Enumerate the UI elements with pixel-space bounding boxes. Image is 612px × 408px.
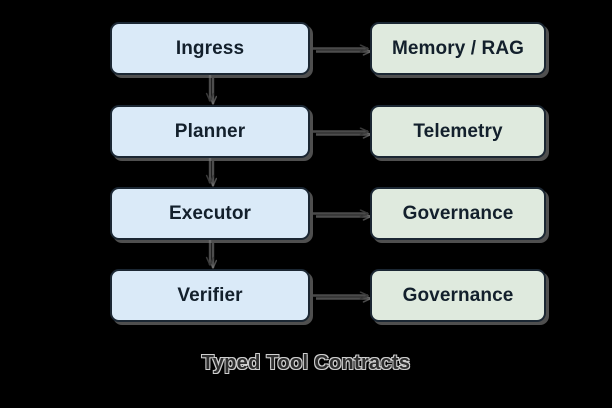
node-executor[interactable]: Executor xyxy=(110,187,310,240)
node-verifier[interactable]: Verifier xyxy=(110,269,310,322)
horizontal-edges xyxy=(313,49,368,296)
node-memory-rag[interactable]: Memory / RAG xyxy=(370,22,546,75)
node-planner[interactable]: Planner xyxy=(110,105,310,158)
horizontal-edge-shadows xyxy=(316,52,371,299)
node-governance-verifier[interactable]: Governance xyxy=(370,269,546,322)
node-governance-executor[interactable]: Governance xyxy=(370,187,546,240)
node-telemetry[interactable]: Telemetry xyxy=(370,105,546,158)
node-ingress[interactable]: Ingress xyxy=(110,22,310,75)
diagram-caption: Typed Tool Contracts xyxy=(201,352,411,374)
